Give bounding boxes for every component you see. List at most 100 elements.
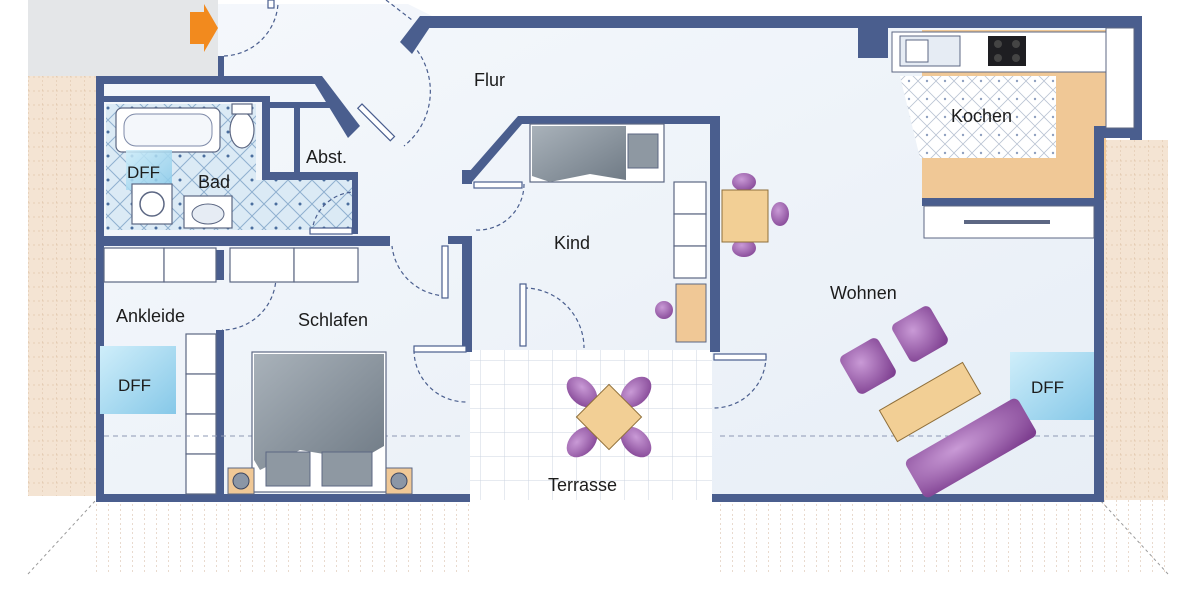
- room-label-bad: Bad: [198, 172, 230, 192]
- armchair-left: [840, 338, 896, 394]
- dining-chair-top: [732, 173, 756, 191]
- wall-kind-left: [462, 236, 472, 352]
- desk-top: [675, 283, 707, 343]
- wardrobe-top-1: [103, 247, 165, 283]
- wall-bath-inner-top: [104, 96, 270, 102]
- wall-bath-angle: [310, 76, 360, 138]
- bath-furniture: [115, 103, 255, 229]
- bed-pillow-1: [265, 451, 311, 487]
- kitchen-tile-floor: [900, 76, 1056, 158]
- toilet-tank: [231, 103, 253, 115]
- kind-shelf-3: [673, 245, 707, 279]
- roof-area-right: [1100, 140, 1168, 500]
- roof-edge-diagonal-right: [1099, 499, 1169, 575]
- dff-ankleide-window: [100, 346, 176, 414]
- armchair-right: [892, 306, 948, 362]
- roof-area-left: [28, 76, 98, 496]
- wall-entry-left: [218, 56, 224, 82]
- wall-entry-angle: [400, 16, 432, 54]
- terrace-chair-bottom: [620, 426, 652, 458]
- wall-abst-right: [294, 108, 300, 172]
- bed-blanket: [254, 354, 384, 470]
- toilet: [229, 111, 255, 149]
- room-label-terrasse: Terrasse: [548, 475, 617, 495]
- kid-desk: [655, 283, 707, 343]
- wardrobes: [103, 181, 707, 495]
- terrace-chair-top: [566, 376, 598, 408]
- wardrobe-left-3: [185, 413, 217, 455]
- surroundings: [27, 0, 1169, 575]
- dining-chair-right: [771, 202, 789, 226]
- wardrobe-top-4: [293, 247, 359, 283]
- burner-4: [1012, 54, 1020, 62]
- wall-kind-right: [710, 116, 720, 352]
- room-label-kochen: Kochen: [951, 106, 1012, 126]
- terrace-chair-right: [620, 376, 652, 408]
- room-label-flur: Flur: [474, 70, 505, 90]
- dining-chair-bottom: [732, 239, 756, 257]
- wall-kind-top-left: [462, 170, 472, 184]
- wall-right: [1094, 126, 1104, 502]
- outside-gray-area: [28, 0, 218, 76]
- kind-shelf-1: [673, 181, 707, 215]
- terrace-table-set: [566, 376, 652, 458]
- washing-machine: [131, 183, 173, 225]
- room-label-schlafen: Schlafen: [298, 310, 368, 330]
- room-label-ankleide: Ankleide: [116, 306, 185, 326]
- kitchen-appliances: [899, 27, 1135, 239]
- wall-top-left: [96, 76, 316, 84]
- entry-opening: [218, 0, 408, 4]
- bath-tile-strip: [256, 180, 352, 230]
- wall-kitchen-post: [858, 28, 888, 58]
- wardrobe-left-4: [185, 453, 217, 495]
- wall-schlafen-ankleide: [216, 250, 224, 280]
- wall-schlafen-ankleide-lower: [216, 330, 224, 500]
- wall-right-step: [1100, 126, 1142, 138]
- room-label-wohnen: Wohnen: [830, 283, 897, 303]
- kitchen-cooktop: [988, 36, 1026, 66]
- wall-abst-top: [270, 102, 330, 108]
- burner-1: [994, 40, 1002, 48]
- wardrobe-top-3: [229, 247, 295, 283]
- wall-bottom-left: [96, 494, 470, 502]
- washing-machine-drum: [139, 191, 165, 217]
- room-label-kind: Kind: [554, 233, 590, 253]
- bed-pillow-2: [321, 451, 373, 487]
- kid-bed-pillow: [627, 133, 659, 169]
- wall-left: [96, 76, 104, 502]
- wall-bottom-right: [712, 494, 1104, 502]
- roof-area-bottom-right: [712, 500, 1168, 574]
- terrace-chair-left: [566, 426, 598, 458]
- dff-bad-window: [126, 150, 172, 190]
- wall-kitchen-bottom: [922, 198, 1100, 206]
- room-label-abst: Abst.: [306, 147, 347, 167]
- burner-3: [994, 54, 1002, 62]
- lamp-left: [232, 472, 250, 490]
- roof-area-bottom-left: [96, 500, 470, 574]
- sink-basin: [191, 203, 225, 225]
- dff-label-bad: DFF: [127, 163, 160, 182]
- sideboard-handle: [964, 220, 1050, 224]
- wardrobe-left-1: [185, 333, 217, 375]
- bathtub-inner: [123, 113, 213, 147]
- wall-bath-strip-top: [262, 172, 358, 180]
- kid-bed-blanket: [532, 126, 626, 182]
- flur-dining-set: [721, 173, 789, 257]
- wall-kind-left-stub: [448, 236, 466, 244]
- coffee-table: [878, 361, 982, 443]
- kind-shelf-2: [673, 213, 707, 247]
- desk-chair: [655, 301, 673, 319]
- wall-bath-right: [262, 96, 270, 172]
- dff-wohnen-window: [1010, 352, 1094, 420]
- sofa: [905, 398, 1037, 498]
- dff-label-wohnen: DFF: [1031, 378, 1064, 397]
- entry-arrow: [190, 4, 218, 52]
- dining-table: [721, 189, 769, 243]
- burner-2: [1012, 40, 1020, 48]
- lamp-right: [390, 472, 408, 490]
- walls: [96, 16, 1142, 502]
- terrace-table: [575, 383, 643, 451]
- wall-bath-bottom: [96, 236, 390, 246]
- double-bed: [227, 351, 413, 495]
- roof-edge-diagonal-left: [27, 499, 97, 575]
